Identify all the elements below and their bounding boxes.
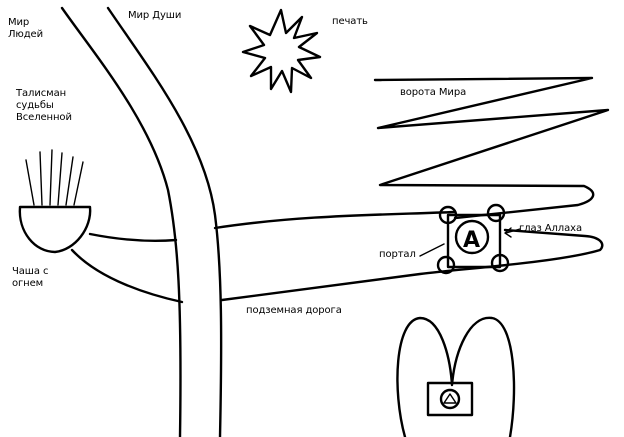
seal-sun-icon bbox=[241, 8, 322, 94]
portal-letter: A bbox=[463, 228, 480, 253]
label-gate-of-world: ворота Мира bbox=[400, 87, 467, 98]
bottom-loops bbox=[396, 316, 516, 437]
bottom-circle-icon bbox=[439, 388, 461, 410]
label-eye-of-allah: глаз Аллаха bbox=[519, 223, 582, 234]
fire-rays-icon bbox=[25, 149, 84, 206]
bottom-box-icon bbox=[426, 381, 474, 417]
underground-road-edge bbox=[220, 228, 604, 302]
main-road-right-edge bbox=[106, 6, 223, 437]
portal-icon bbox=[436, 203, 510, 275]
label-world-of-soul: Мир Души bbox=[128, 10, 182, 21]
world-boundary-line bbox=[60, 6, 182, 437]
bowl-icon bbox=[18, 205, 92, 254]
road-upper-edge bbox=[213, 210, 457, 230]
label-bowl-of-fire: Чаша с огнем bbox=[12, 266, 49, 289]
label-portal: портал bbox=[379, 249, 416, 260]
eye-pointer-arrow bbox=[504, 227, 521, 238]
portal-leader-line bbox=[419, 243, 445, 257]
bowl-road-upper bbox=[88, 232, 178, 242]
bottom-triangle-icon bbox=[443, 393, 457, 404]
label-seal: печать bbox=[332, 16, 368, 27]
label-talisman: Талисман судьбы Вселенной bbox=[16, 88, 72, 123]
bowl-road-lower bbox=[70, 248, 184, 304]
label-underground-road: подземная дорога bbox=[246, 305, 342, 316]
label-world-of-people: Мир Людей bbox=[8, 17, 44, 40]
gate-of-world-zigzag bbox=[373, 76, 610, 220]
